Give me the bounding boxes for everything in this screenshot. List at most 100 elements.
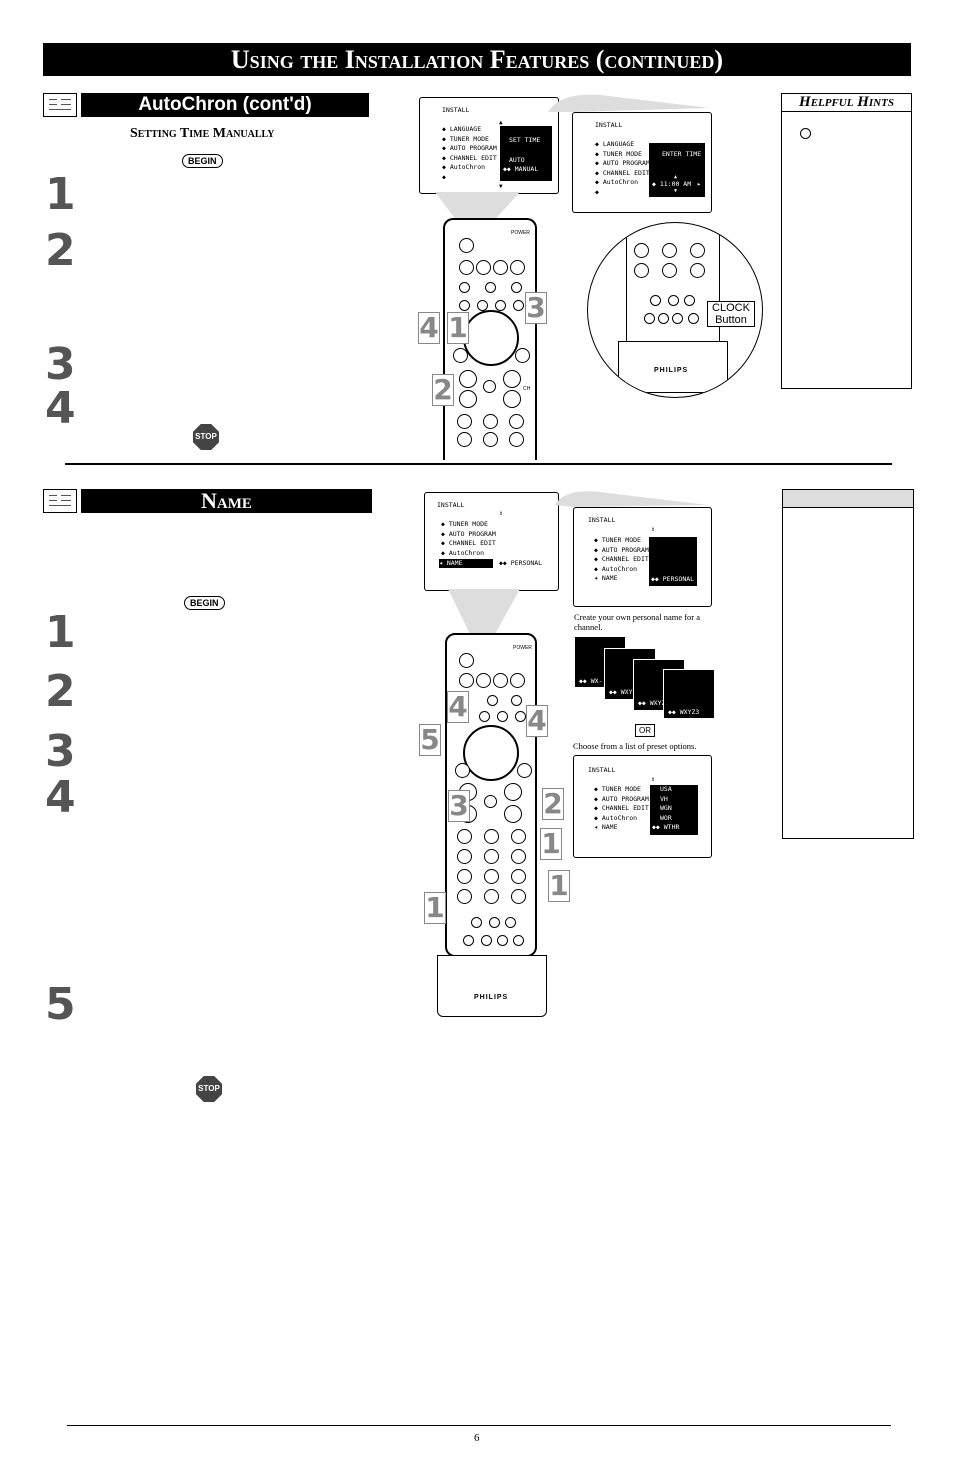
hints-box: [782, 489, 914, 839]
dvd-button[interactable]: [485, 282, 496, 293]
tv-screen-name-personal: INSTALL ⇕ ◆ TUNER MODE ◆ AUTO PROGRAM ◆ …: [573, 507, 712, 607]
stop-button[interactable]: [476, 673, 491, 688]
digit-button[interactable]: [483, 432, 498, 447]
callout-number: 2: [432, 373, 454, 406]
remote-button[interactable]: [481, 935, 492, 946]
digit-button[interactable]: [457, 432, 472, 447]
remote-button[interactable]: [505, 917, 516, 928]
menu-item: ◆ AUTO PROGRAM: [595, 159, 650, 168]
acc-button[interactable]: [511, 282, 522, 293]
step-number: 5: [45, 979, 76, 1030]
channel-down-button[interactable]: [504, 805, 522, 823]
callout-number: 1: [540, 827, 562, 860]
rewind-button[interactable]: [459, 673, 474, 688]
remote-button[interactable]: [471, 917, 482, 928]
menu-item: ◆ LANGUAGE: [442, 125, 482, 133]
volume-down-button[interactable]: [459, 390, 477, 408]
digit-button[interactable]: [483, 414, 498, 429]
section-divider: [65, 463, 892, 465]
av-button[interactable]: [497, 711, 508, 722]
mute-button[interactable]: [483, 380, 496, 393]
menu-item: ◆ CHANNEL EDIT: [594, 555, 649, 564]
tv-button[interactable]: [459, 282, 470, 293]
remote-control: POWER: [445, 633, 537, 957]
digit-button[interactable]: [509, 414, 524, 429]
digit-button[interactable]: [457, 829, 472, 844]
remote-button[interactable]: [690, 263, 705, 278]
callout-number: 1: [424, 891, 446, 924]
callout-number: 2: [542, 787, 564, 820]
power-button[interactable]: [459, 238, 474, 253]
surf-button[interactable]: [517, 763, 532, 778]
freeze-button[interactable]: [513, 300, 524, 311]
ffwd-button[interactable]: [510, 260, 525, 275]
play-button[interactable]: [493, 673, 508, 688]
remote-button[interactable]: [688, 313, 699, 324]
menu-item: ◆ AutoChron: [595, 178, 639, 187]
digit-button[interactable]: [511, 849, 526, 864]
digit-button[interactable]: [484, 829, 499, 844]
remote-button[interactable]: [662, 243, 677, 258]
clock-button[interactable]: [463, 935, 474, 946]
pip-ch-button[interactable]: [479, 711, 490, 722]
digit-button[interactable]: [484, 889, 499, 904]
ffwd-button[interactable]: [510, 673, 525, 688]
remote-button[interactable]: [644, 313, 655, 324]
mute-button[interactable]: [484, 795, 497, 808]
remote-button[interactable]: [668, 295, 679, 306]
remote-button[interactable]: [634, 243, 649, 258]
step-number: 1: [45, 169, 76, 220]
navigation-ring[interactable]: [463, 310, 519, 366]
helpful-hints-box: Helpful Hints: [781, 93, 912, 389]
acc-button[interactable]: [511, 695, 522, 706]
remote-button[interactable]: [672, 313, 683, 324]
surf-button[interactable]: [515, 348, 530, 363]
freeze-button[interactable]: [515, 711, 526, 722]
digit-button[interactable]: [509, 432, 524, 447]
rewind-button[interactable]: [459, 260, 474, 275]
digit-button[interactable]: [484, 849, 499, 864]
name-value: ◆◆ PERSONAL: [499, 559, 543, 567]
remote-button[interactable]: [513, 935, 524, 946]
remote-button[interactable]: [497, 935, 508, 946]
remote-button[interactable]: [690, 243, 705, 258]
digit-button[interactable]: [511, 889, 526, 904]
clock-button[interactable]: [658, 313, 669, 324]
play-button[interactable]: [493, 260, 508, 275]
menu-button[interactable]: [459, 300, 470, 311]
volume-up-button[interactable]: [459, 370, 477, 388]
remote-button[interactable]: [662, 263, 677, 278]
remote-button[interactable]: [489, 917, 500, 928]
navigation-ring[interactable]: [463, 725, 519, 781]
dvd-button[interactable]: [487, 695, 498, 706]
tv-screen-enter-time: INSTALL ◆ LANGUAGE ◆ TUNER MODE ◆ AUTO P…: [572, 112, 712, 213]
menu-item: ◆ TUNER MODE: [594, 785, 641, 793]
status-exit-button[interactable]: [455, 763, 470, 778]
remote-button[interactable]: [634, 263, 649, 278]
digit-button[interactable]: [457, 869, 472, 884]
digit-button[interactable]: [457, 849, 472, 864]
preset-list: USA VH WGN WOR ◆◆ WTHR: [650, 785, 698, 835]
channel-down-button[interactable]: [503, 390, 521, 408]
menu-item: ◆ AUTO PROGRAM: [594, 545, 649, 554]
digit-button[interactable]: [511, 829, 526, 844]
remote-button[interactable]: [650, 295, 661, 306]
callout-number: 1: [548, 869, 570, 902]
power-button[interactable]: [459, 653, 474, 668]
page-banner: Using the Installation Features (continu…: [43, 43, 911, 76]
av-button[interactable]: [495, 300, 506, 311]
digit-button[interactable]: [457, 889, 472, 904]
step-number: 2: [45, 225, 76, 276]
channel-up-button[interactable]: [503, 370, 521, 388]
digit-button[interactable]: [511, 869, 526, 884]
channel-up-button[interactable]: [504, 783, 522, 801]
stop-button[interactable]: [476, 260, 491, 275]
digit-button[interactable]: [457, 414, 472, 429]
remote-button[interactable]: [684, 295, 695, 306]
callout-number: 5: [419, 723, 441, 756]
screen-title: INSTALL: [442, 106, 470, 114]
tv-screen-name-presets: INSTALL ⇕ ◆ TUNER MODE ◆ AUTO PROGRAM ◆ …: [573, 755, 712, 858]
status-exit-button[interactable]: [453, 348, 468, 363]
digit-button[interactable]: [484, 869, 499, 884]
